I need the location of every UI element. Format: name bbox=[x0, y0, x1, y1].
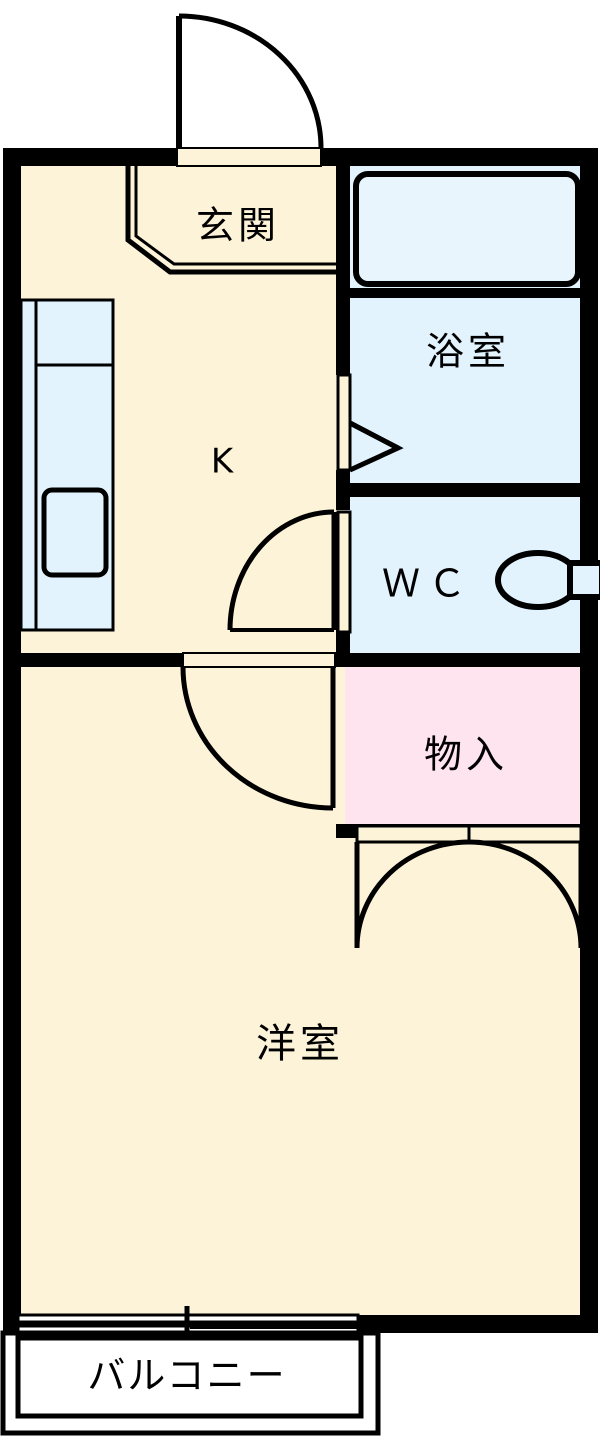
wall-vertical-center-upper bbox=[336, 160, 350, 375]
bath-sliding-door[interactable] bbox=[336, 373, 404, 473]
storage-double-doors[interactable] bbox=[354, 824, 584, 949]
balcony bbox=[0, 1330, 381, 1436]
wall-tub-divider bbox=[345, 288, 585, 298]
main-room-door-threshold bbox=[182, 652, 336, 668]
label-wc: ＷＣ bbox=[382, 562, 474, 606]
wc-door-panel bbox=[336, 510, 352, 634]
toilet-tank bbox=[567, 560, 600, 600]
main-room-door-arc bbox=[180, 666, 334, 811]
bath-door-fold-top bbox=[348, 420, 400, 451]
wc-sliding-door[interactable] bbox=[336, 510, 352, 634]
bath-door-panel bbox=[336, 373, 352, 472]
room-labels: 玄関 K 浴室 ＷＣ 物入 洋室 バルコニー bbox=[87, 204, 510, 1398]
balcony-inner-rect bbox=[15, 1335, 364, 1419]
bathtub-shape bbox=[353, 171, 581, 287]
genkan-step-line bbox=[125, 166, 338, 275]
label-main-room: 洋室 bbox=[256, 1021, 344, 1067]
storage-floor bbox=[345, 665, 585, 830]
stove-top bbox=[34, 298, 115, 367]
label-storage: 物入 bbox=[424, 733, 508, 777]
wall-right-lower bbox=[580, 830, 598, 1330]
label-kitchen: K bbox=[211, 442, 235, 482]
toilet-bowl bbox=[495, 550, 581, 610]
label-balcony: バルコニー bbox=[87, 1354, 286, 1398]
toilet bbox=[495, 550, 600, 610]
storage-door-left-arc bbox=[354, 839, 470, 949]
entrance-door-threshold bbox=[176, 147, 322, 167]
kitchen-sink-unit bbox=[19, 298, 115, 632]
wall-left bbox=[3, 148, 21, 1333]
label-genkan: 玄関 bbox=[196, 204, 280, 248]
entrance-door[interactable] bbox=[176, 13, 324, 167]
main-room-swing-door[interactable] bbox=[180, 652, 336, 811]
wall-bath-wc bbox=[336, 483, 585, 497]
genkan-area bbox=[125, 166, 338, 275]
floor-fills bbox=[15, 160, 585, 1332]
storage-door-right-arc bbox=[468, 839, 584, 949]
genkan-step-line-inner bbox=[134, 166, 338, 266]
kitchen-door-arc bbox=[227, 509, 335, 631]
bathtub bbox=[353, 171, 581, 287]
label-bath: 浴室 bbox=[426, 330, 510, 374]
entrance-door-arc bbox=[178, 13, 324, 149]
balcony-window-panel-right bbox=[190, 1322, 358, 1329]
wall-wc-storage bbox=[336, 653, 585, 667]
sink-basin bbox=[41, 487, 109, 578]
kitchen-swing-door[interactable] bbox=[227, 509, 337, 632]
